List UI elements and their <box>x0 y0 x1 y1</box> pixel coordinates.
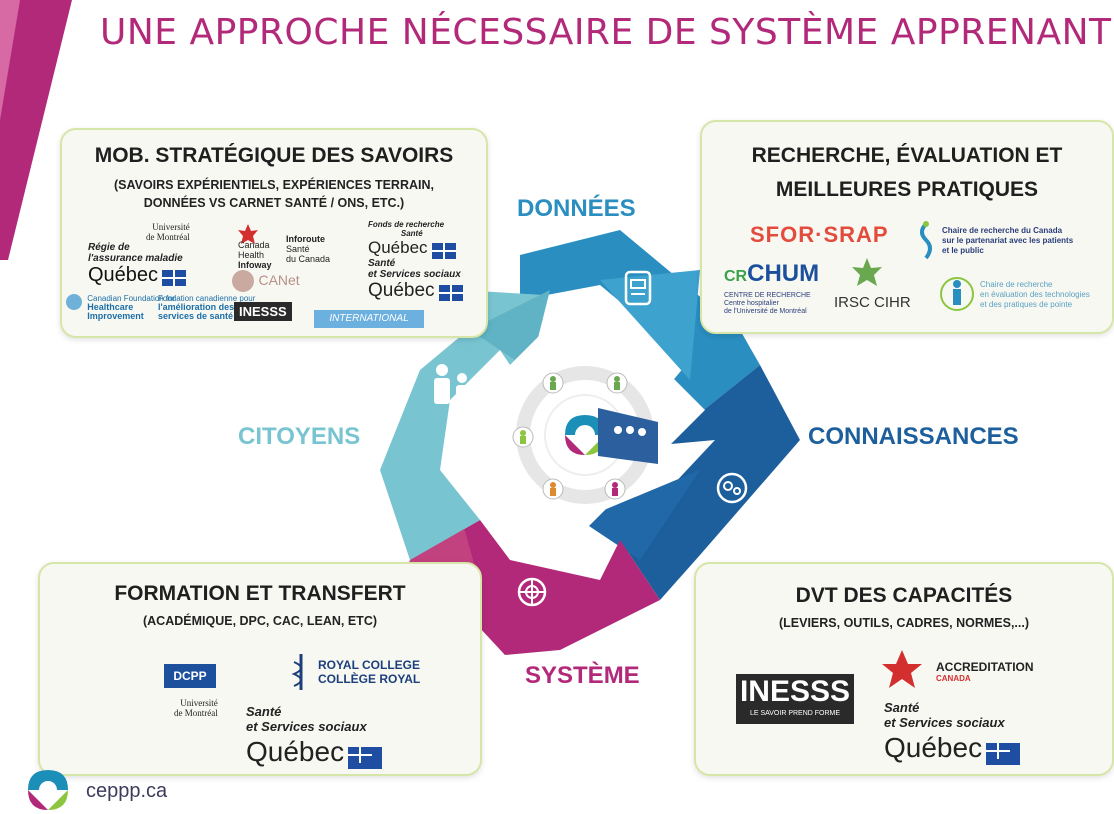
panel-heading: RECHERCHE, ÉVALUATION ET <box>751 144 1063 167</box>
inesss-logo: INESSS LE SAVOIR PREND FORME <box>736 674 854 724</box>
person-icon <box>542 478 564 500</box>
quebec-flag-icon <box>431 242 456 259</box>
person-icon <box>606 372 628 394</box>
panel-formation: FORMATION ET TRANSFERT (ACADÉMIQUE, DPC,… <box>38 562 482 776</box>
quebec-flag-icon <box>348 746 383 769</box>
person-icon <box>512 426 534 448</box>
evaluation-chaire-icon <box>940 277 974 311</box>
quebec-flag-icon <box>162 270 187 287</box>
page-title: UNE APPROCHE NÉCESSAIRE DE SYSTÈME APPRE… <box>100 12 1112 53</box>
label-citoyens: CITOYENS <box>238 423 361 450</box>
arrow-citoyens <box>380 290 545 560</box>
royal-college-crest-icon <box>291 654 303 690</box>
panel-subheading: (LEVIERS, OUTILS, CADRES, NORMES,...) <box>778 616 1030 630</box>
panel-heading: DVT DES CAPACITÉS <box>795 584 1013 607</box>
panel-heading: MEILLEURES PRATIQUES <box>775 178 1039 201</box>
label-systeme: SYSTÈME <box>525 662 640 689</box>
international-banner: INTERNATIONAL <box>314 310 424 328</box>
dcpp-logo: DCPP <box>164 664 216 688</box>
people-group-icon <box>598 408 658 464</box>
arrow-donnees <box>520 230 760 445</box>
maple-leaf-icon <box>238 224 258 244</box>
arrow-connaissances <box>620 365 800 600</box>
panel-heading: FORMATION ET TRANSFERT <box>114 582 406 605</box>
phone-data-icon <box>624 270 652 306</box>
irsc-cihr-logo: IRSC CIHR <box>834 294 911 311</box>
inesss-logo: INESSS <box>234 302 292 321</box>
ceppp-logo-icon <box>28 770 68 810</box>
partnership-figure-icon <box>920 221 932 260</box>
person-icon <box>542 372 564 394</box>
irsc-leaf-icon <box>852 258 882 286</box>
panel-subheading: DONNÉES VS CARNET SANTÉ / ONS, ETC.) <box>143 196 405 210</box>
quebec-flag-icon <box>438 285 463 302</box>
decorative-magenta-band <box>0 0 72 260</box>
network-globe-icon <box>517 577 547 607</box>
quebec-flag-icon <box>986 742 1021 765</box>
panel-heading: MOB. STRATÉGIQUE DES SAVOIRS <box>94 144 454 167</box>
brain-gears-icon <box>716 472 748 504</box>
footer-site-link[interactable]: ceppp.ca <box>86 780 168 802</box>
panel-subheading: (ACADÉMIQUE, DPC, CAC, LEAN, ETC) <box>142 614 378 628</box>
family-icon <box>434 364 468 404</box>
accreditation-logo-icon <box>882 650 922 688</box>
canet-logo: CANet <box>232 270 300 292</box>
panel-dvt-capacites: DVT DES CAPACITÉS (LEVIERS, OUTILS, CADR… <box>694 562 1114 776</box>
sfor-srap-logo: SFOR·SRAP <box>750 222 889 247</box>
panel-mob-strategique: MOB. STRATÉGIQUE DES SAVOIRS (SAVOIRS EX… <box>60 128 488 338</box>
label-connaissances: CONNAISSANCES <box>808 423 1019 450</box>
person-icon <box>604 478 626 500</box>
panel-recherche: RECHERCHE, ÉVALUATION ET MEILLEURES PRAT… <box>700 120 1114 334</box>
panel-subheading: (SAVOIRS EXPÉRIENTIELS, EXPÉRIENCES TERR… <box>114 178 434 192</box>
label-donnees: DONNÉES <box>517 195 636 222</box>
